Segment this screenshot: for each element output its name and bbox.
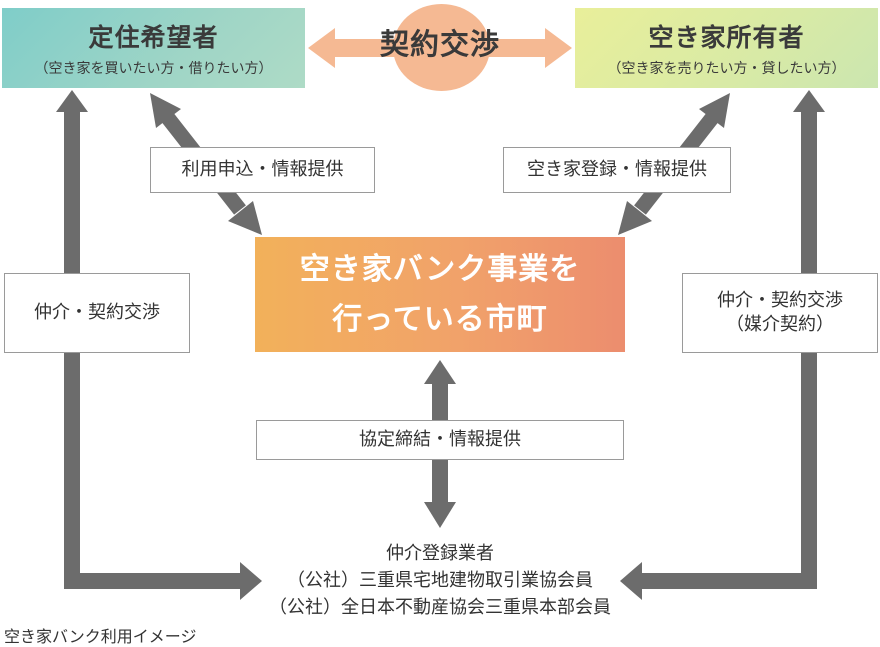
seekers-subtitle: （空き家を買いたい方・借りたい方） <box>34 61 273 77</box>
label-left-brokerage: 仲介・契約交渉 <box>4 273 190 353</box>
owners-center-arrowhead-bottom <box>618 201 652 235</box>
figure-caption: 空き家バンク利用イメージ <box>4 627 197 646</box>
registered-member-1: （公社）三重県宅地建物取引業協会員 <box>287 570 593 591</box>
seekers-box: 定住希望者 （空き家を買いたい方・借りたい方） <box>2 8 305 88</box>
owners-title: 空き家所有者 <box>648 23 805 52</box>
municipality-line1: 空き家バンク事業を <box>299 252 581 287</box>
label-registration-info: 空き家登録・情報提供 <box>503 147 731 193</box>
contract-label: 契約交渉 <box>379 27 500 61</box>
municipality-line2: 行っている市町 <box>332 302 548 337</box>
seekers-center-arrowhead-bottom <box>228 201 262 235</box>
registered-heading: 仲介登録業者 <box>386 543 494 564</box>
seekers-center-arrowhead-top <box>150 93 181 128</box>
label-agreement-info: 協定締結・情報提供 <box>256 420 624 460</box>
right-brokerage-line2: （媒介契約） <box>726 314 834 335</box>
seekers-title: 定住希望者 <box>88 23 219 52</box>
owners-center-arrowhead-top <box>699 93 730 128</box>
municipality-box: 空き家バンク事業を 行っている市町 <box>255 237 625 352</box>
right-brokerage-line1: 仲介・契約交渉 <box>717 289 843 311</box>
registered-agents: 仲介登録業者 （公社）三重県宅地建物取引業協会員 （公社）全日本不動産協会三重県… <box>250 540 630 621</box>
label-right-brokerage: 仲介・契約交渉 （媒介契約） <box>682 273 878 353</box>
owners-box: 空き家所有者 （空き家を売りたい方・貸したい方） <box>575 8 878 88</box>
owners-subtitle: （空き家を売りたい方・貸したい方） <box>607 61 846 77</box>
contract-circle <box>393 4 490 91</box>
left-loop-arrow <box>56 90 262 600</box>
registered-member-2: （公社）全日本不動産協会三重県本部会員 <box>269 597 611 618</box>
label-application-info: 利用申込・情報提供 <box>150 147 375 193</box>
